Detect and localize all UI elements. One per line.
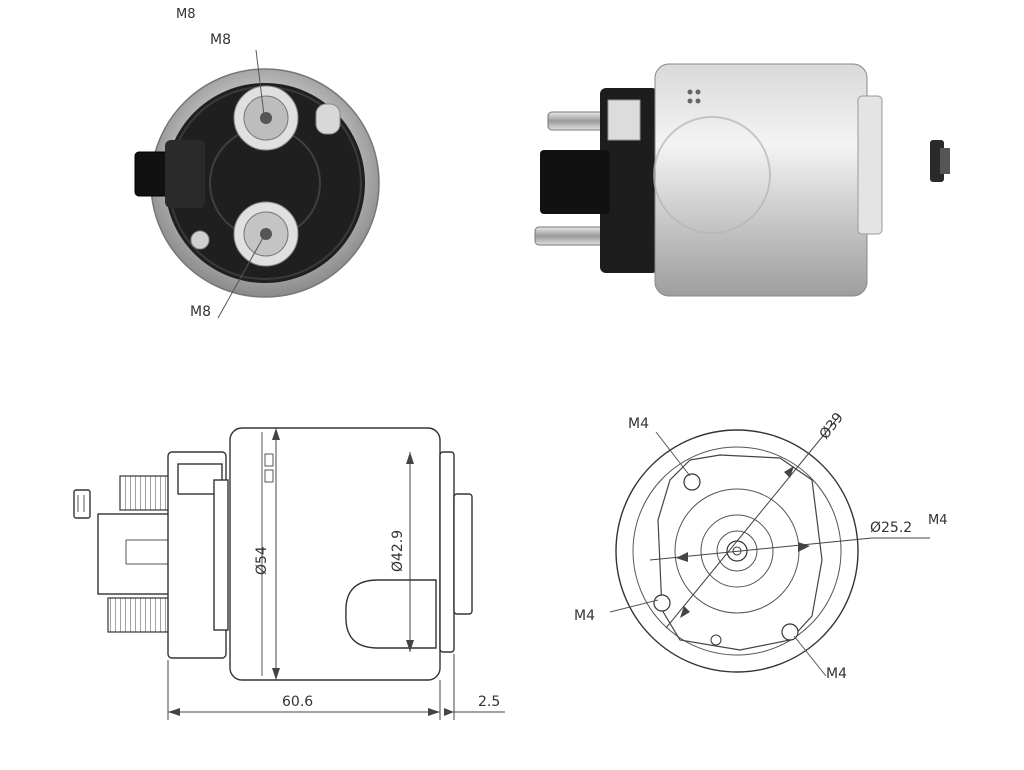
dim-diameter-42-9: Ø42.9 [390, 530, 406, 572]
photo-side-view [534, 63, 950, 297]
label-m4-top: M4 [628, 416, 649, 432]
label-m8-bottom: M8 [190, 304, 211, 320]
cropped-m8-label: M8 [176, 7, 196, 22]
cropped-m4-label: M4 [928, 513, 948, 528]
drawing-side-view: Ø54 Ø42.9 60.6 2.5 [73, 427, 505, 720]
dim-diameter-25-2: Ø25.2 [870, 520, 912, 536]
label-m8-top: M8 [210, 32, 231, 48]
dim-length-60-6: 60.6 [282, 694, 313, 710]
dim-offset-2-5: 2.5 [478, 694, 500, 710]
drawing-end-view: Ø39 Ø25.2 M4 M4 M4 M4 [574, 410, 948, 682]
photo-top-view: M8 M8 M8 [134, 7, 380, 320]
label-m4-bottom: M4 [826, 666, 847, 682]
dim-diameter-54: Ø54 [254, 546, 270, 575]
label-m4-left: M4 [574, 608, 595, 624]
